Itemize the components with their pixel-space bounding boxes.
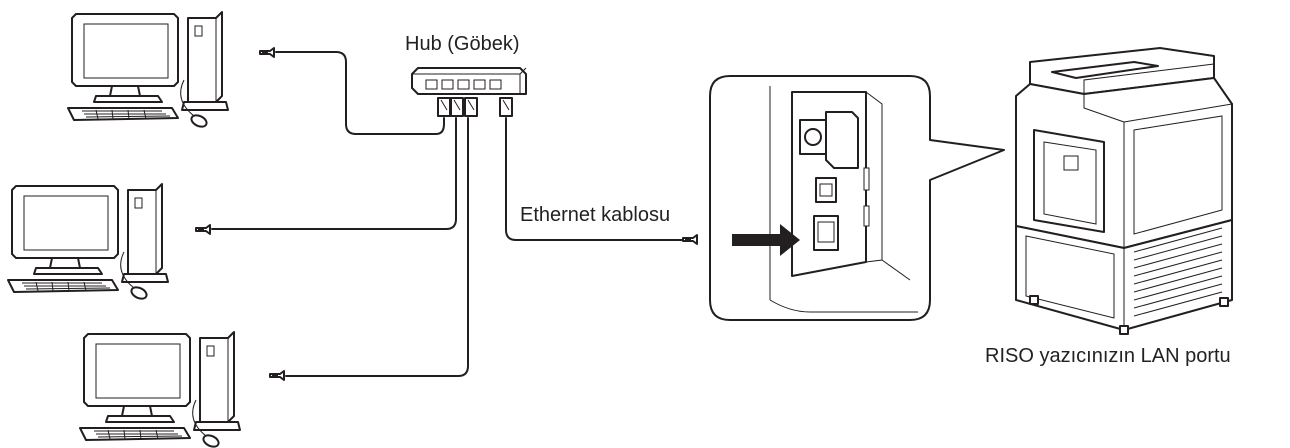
computer-3 <box>79 331 241 448</box>
computer-1 <box>67 11 229 130</box>
cable-pc1 <box>275 51 445 135</box>
ethernet-plug-icon <box>195 224 211 235</box>
computer-2 <box>7 183 169 302</box>
hub <box>411 67 527 117</box>
printer <box>1015 47 1233 335</box>
ethernet-plug-icon <box>259 47 275 58</box>
ethernet-plug-icon <box>682 234 698 245</box>
cable-pc3 <box>285 117 469 377</box>
printer-port-label: RISO yazıcınızın LAN portu <box>985 345 1231 367</box>
computer-icon <box>79 331 241 448</box>
cable-printer <box>505 117 683 241</box>
cable-pc2 <box>211 117 457 230</box>
zoom-callout <box>709 75 1005 321</box>
cable-label: Ethernet kablosu <box>520 204 671 226</box>
ethernet-plug-icon <box>269 370 285 381</box>
computer-icon <box>67 11 229 130</box>
printer-icon <box>1015 47 1233 335</box>
computer-icon <box>7 183 169 302</box>
arrow-icon <box>732 224 800 256</box>
hub-label: Hub (Göbek) <box>405 33 520 55</box>
